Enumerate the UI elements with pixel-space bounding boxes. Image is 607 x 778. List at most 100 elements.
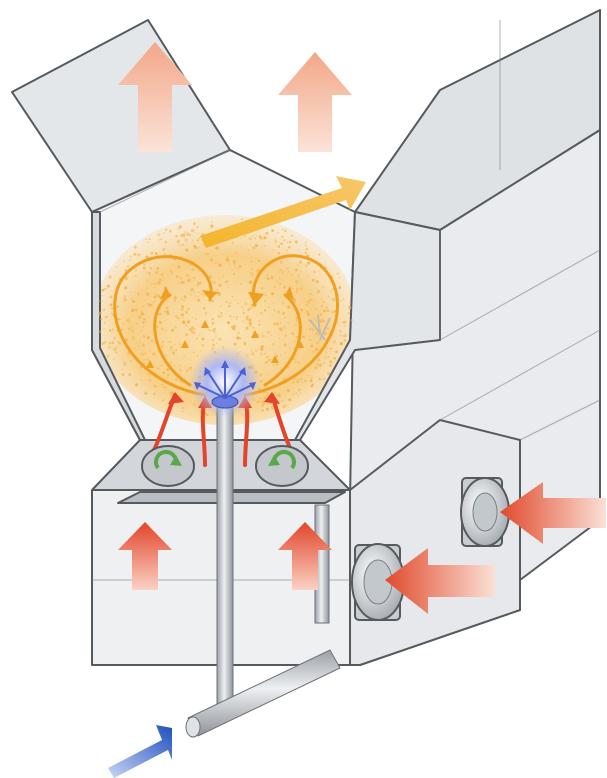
particle bbox=[288, 271, 290, 273]
particle bbox=[155, 271, 158, 274]
particle bbox=[275, 392, 276, 393]
particle bbox=[340, 335, 342, 337]
particle bbox=[194, 246, 197, 249]
particle bbox=[302, 381, 304, 383]
particle bbox=[344, 334, 347, 337]
particle bbox=[122, 373, 125, 376]
particle bbox=[179, 244, 181, 246]
particle bbox=[175, 326, 177, 328]
particle bbox=[273, 309, 275, 311]
particle bbox=[255, 244, 258, 247]
particle bbox=[264, 300, 266, 302]
particle bbox=[344, 325, 346, 327]
particle bbox=[333, 340, 336, 343]
particle bbox=[259, 398, 261, 400]
particle bbox=[262, 333, 264, 335]
particle bbox=[251, 261, 253, 263]
particle bbox=[214, 332, 215, 333]
particle bbox=[143, 318, 145, 320]
rotor-left bbox=[142, 446, 194, 486]
particle bbox=[171, 329, 174, 332]
particle bbox=[243, 309, 245, 311]
particle bbox=[285, 335, 287, 337]
particle bbox=[115, 351, 117, 353]
particle bbox=[262, 402, 265, 405]
particle bbox=[185, 311, 188, 314]
particle bbox=[263, 245, 265, 247]
particle bbox=[251, 275, 253, 277]
particle bbox=[165, 229, 167, 231]
particle bbox=[142, 344, 145, 347]
particle bbox=[292, 288, 294, 290]
particle bbox=[131, 298, 133, 300]
particle bbox=[261, 409, 264, 412]
particle bbox=[145, 272, 147, 274]
particle bbox=[273, 250, 274, 251]
particle bbox=[194, 328, 195, 329]
particle bbox=[283, 326, 286, 329]
particle bbox=[249, 322, 252, 325]
particle bbox=[295, 280, 298, 283]
particle bbox=[218, 338, 221, 341]
particle bbox=[227, 322, 228, 323]
particle bbox=[235, 267, 236, 268]
particle bbox=[156, 387, 157, 388]
particle bbox=[279, 322, 281, 324]
particle bbox=[179, 369, 181, 371]
particle bbox=[245, 302, 248, 305]
particle bbox=[299, 304, 300, 305]
vertical-feed-pipe bbox=[217, 405, 233, 715]
particle bbox=[182, 307, 184, 309]
particle bbox=[251, 350, 253, 352]
particle bbox=[261, 287, 264, 290]
particle bbox=[132, 300, 135, 303]
particle bbox=[284, 229, 287, 232]
particle bbox=[326, 306, 328, 308]
particle bbox=[271, 406, 274, 409]
particle bbox=[178, 228, 180, 230]
particle bbox=[158, 313, 161, 316]
particle bbox=[261, 345, 264, 348]
particle bbox=[111, 307, 113, 309]
particle bbox=[333, 357, 336, 360]
particle bbox=[232, 296, 233, 297]
particle bbox=[108, 346, 110, 348]
particle bbox=[289, 241, 292, 244]
particle bbox=[147, 281, 149, 283]
particle bbox=[310, 345, 313, 348]
particle bbox=[249, 237, 252, 240]
particle bbox=[134, 246, 137, 249]
particle bbox=[316, 363, 319, 366]
particle bbox=[281, 319, 282, 320]
particle bbox=[211, 339, 214, 342]
particle bbox=[139, 372, 141, 374]
particle bbox=[267, 277, 270, 280]
particle bbox=[109, 303, 112, 306]
particle bbox=[161, 365, 163, 367]
particle bbox=[129, 322, 130, 323]
particle bbox=[240, 283, 242, 285]
particle bbox=[152, 353, 155, 356]
particle bbox=[220, 306, 221, 307]
particle bbox=[296, 288, 299, 291]
particle bbox=[133, 253, 136, 256]
particle bbox=[257, 401, 259, 403]
particle bbox=[187, 308, 190, 311]
particle bbox=[317, 290, 320, 293]
particle bbox=[166, 301, 168, 303]
particle bbox=[323, 362, 325, 364]
particle bbox=[328, 296, 330, 298]
particle bbox=[343, 339, 346, 342]
particle bbox=[310, 379, 313, 382]
particle bbox=[279, 282, 282, 285]
particle bbox=[256, 235, 257, 236]
particle bbox=[122, 318, 123, 319]
particle bbox=[162, 249, 164, 251]
particle bbox=[281, 235, 284, 238]
particle bbox=[327, 309, 330, 312]
particle bbox=[187, 320, 190, 323]
particle bbox=[313, 317, 315, 319]
particle bbox=[185, 249, 188, 252]
particle bbox=[192, 317, 194, 319]
